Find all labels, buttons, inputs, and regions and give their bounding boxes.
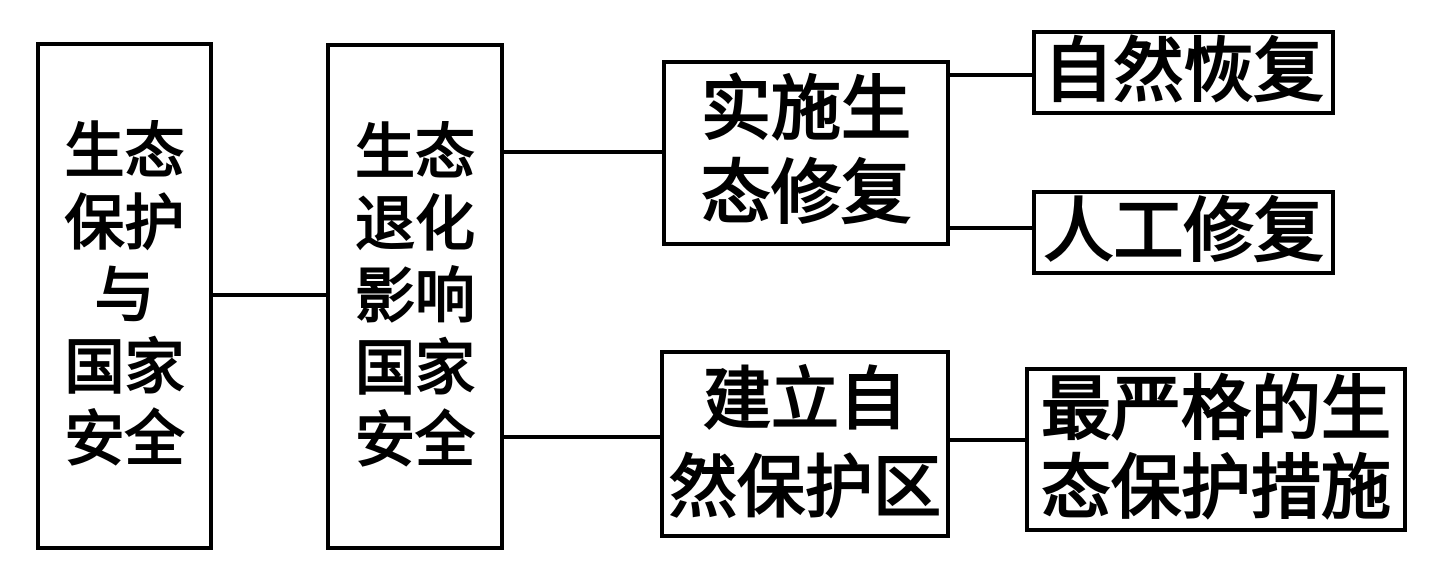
node-text-line: 生态 — [355, 119, 475, 186]
node-text-line: 最严格的生 — [1041, 371, 1391, 449]
node-text-line: 态保护措施 — [1041, 450, 1391, 528]
node-text-line: 国家 — [64, 335, 185, 401]
node-eco-degradation-affects-national-security: 生态 退化 影响 国家 安全 — [326, 43, 504, 550]
node-text-line: 安全 — [355, 407, 475, 474]
connector-restoration-to-artificial-restoration — [948, 226, 1034, 230]
node-text-line: 生态 — [64, 119, 185, 185]
node-text-line: 国家 — [355, 335, 475, 402]
node-strictest-eco-protection-measures: 最严格的生 态保护措施 — [1025, 367, 1407, 532]
node-text-line: 影响 — [355, 263, 475, 330]
node-text-line: 然保护区 — [668, 450, 941, 526]
node-implement-eco-restoration: 实施生 态修复 — [662, 60, 950, 246]
node-eco-protection-national-security: 生态 保护 与 国家 安全 — [36, 42, 213, 550]
node-natural-recovery: 自然恢复 — [1032, 30, 1335, 115]
node-artificial-restoration: 人工修复 — [1032, 190, 1335, 275]
connector-degradation-to-restoration — [502, 150, 664, 154]
connector-degradation-to-reserve — [502, 435, 662, 439]
node-text-line: 安全 — [64, 407, 185, 473]
node-text-line: 与 — [94, 263, 155, 329]
node-text-line: 建立自 — [702, 362, 907, 438]
node-text-line: 退化 — [355, 191, 475, 258]
node-establish-nature-reserve: 建立自 然保护区 — [660, 350, 950, 538]
node-text-line: 态修复 — [701, 156, 911, 233]
connector-restoration-to-natural-recovery — [948, 73, 1034, 77]
node-text-line: 自然恢复 — [1043, 34, 1324, 111]
node-text-line: 人工修复 — [1043, 194, 1324, 271]
connector-root-to-degradation — [212, 293, 328, 297]
connector-reserve-to-strictest-measures — [948, 438, 1027, 442]
node-text-line: 保护 — [64, 191, 185, 257]
node-text-line: 实施生 — [701, 72, 911, 149]
